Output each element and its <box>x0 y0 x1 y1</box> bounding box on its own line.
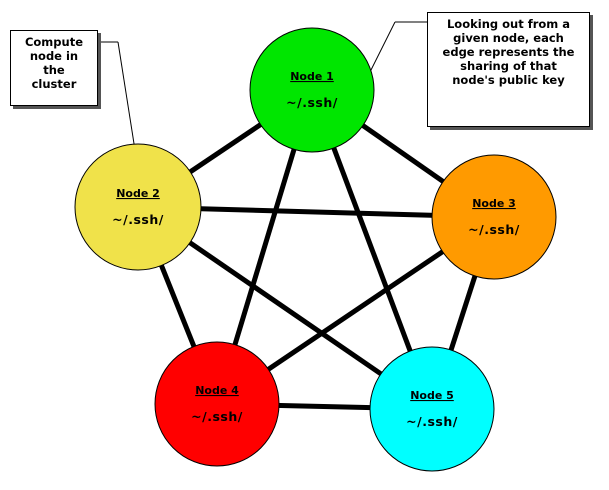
node-1: Node 1 ~/.ssh/ <box>249 27 375 153</box>
node-4-title: Node 4 <box>195 384 239 397</box>
node-2: Node 2 ~/.ssh/ <box>74 143 202 271</box>
node-2-circle <box>74 143 202 271</box>
node-5-title: Node 5 <box>410 389 454 402</box>
callout-edge-meaning: Looking out from a given node, each edge… <box>427 12 590 127</box>
node-5-path: ~/.ssh/ <box>406 414 458 429</box>
nodes: Node 1 ~/.ssh/Node 2 ~/.ssh/Node 3 ~/.ssh/N… <box>74 27 557 472</box>
node-2-title: Node 2 <box>116 187 160 200</box>
callout-compute-node: Compute node in the cluster <box>10 30 98 106</box>
callout-left-leader <box>117 41 136 151</box>
node-3: Node 3 ~/.ssh/ <box>431 154 557 280</box>
node-1-circle <box>249 27 375 153</box>
node-4-path: ~/.ssh/ <box>191 409 243 424</box>
node-4: Node 4 ~/.ssh/ <box>154 341 280 467</box>
node-3-circle <box>431 154 557 280</box>
callout-right-leader <box>369 21 396 73</box>
node-3-path: ~/.ssh/ <box>468 222 520 237</box>
node-2-path: ~/.ssh/ <box>112 212 164 227</box>
node-4-circle <box>154 341 280 467</box>
node-1-path: ~/.ssh/ <box>286 95 338 110</box>
node-5-circle <box>369 346 495 472</box>
node-3-title: Node 3 <box>472 197 516 210</box>
node-5: Node 5 ~/.ssh/ <box>369 346 495 472</box>
node-1-title: Node 1 <box>290 70 334 83</box>
